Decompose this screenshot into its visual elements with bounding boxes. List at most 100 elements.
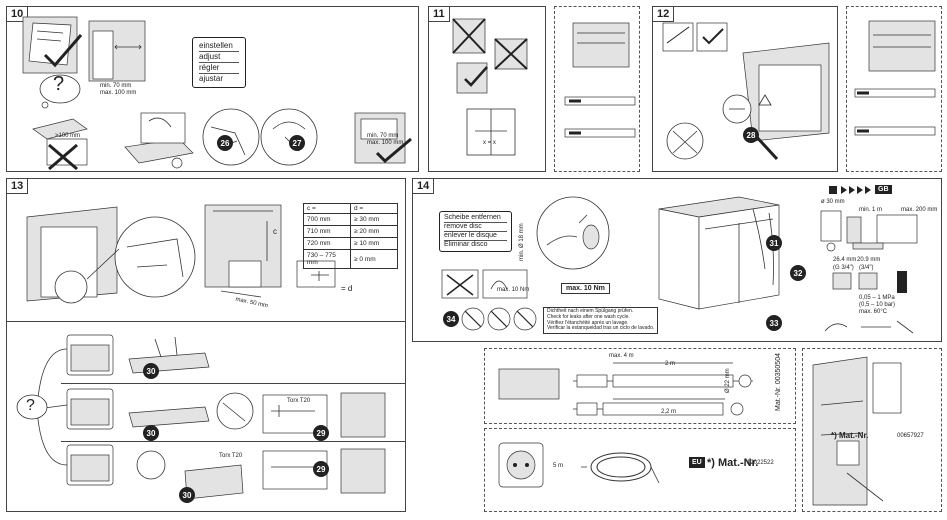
thread-1: 26.4 mm [833, 257, 857, 263]
question-cloud [39, 74, 81, 109]
step-12-detail-panel [846, 6, 942, 172]
adjust-labels: einstellen adjust régler ajustar [192, 37, 246, 88]
hose-2m-label: 2 m [665, 361, 676, 367]
question-mark: ? [53, 73, 65, 95]
ref-badge-27: 27 [289, 135, 305, 151]
socket-icon [498, 442, 544, 488]
divider [61, 383, 405, 384]
step-number: 12 [653, 7, 675, 22]
mat-nr-2-value: 12022522 [747, 460, 774, 466]
hinge-zoom-27 [260, 108, 318, 166]
alignment-label: x = x [483, 140, 496, 146]
hand-tighten-sketch [824, 320, 914, 334]
dishwasher-install-sketch [658, 196, 780, 310]
thread-3: (G 3/4") [833, 265, 854, 271]
gap-label: >100 mm [55, 133, 81, 139]
step-14-panel: 14 Scheibe entfernen remove disc enlever… [412, 178, 942, 342]
hose-max-label: max. 4 m [609, 353, 634, 359]
ref-badge-30: 30 [143, 363, 159, 379]
remove-disc-labels: Scheibe entfernen remove disc enlever le… [439, 211, 512, 252]
step-number: 13 [7, 179, 29, 194]
mat-nr-3-label: *) Mat.-Nr. [831, 431, 869, 440]
pressure-3: max. 60°C [859, 309, 888, 315]
no-tool-sketch [441, 269, 528, 299]
pressure-1: 0,05 – 1 MPa [859, 295, 895, 301]
right-min-label: min. 70 mm [367, 133, 399, 139]
step-12-panel: 12 28 [652, 6, 838, 172]
divider [61, 441, 405, 442]
ref-badge-28: 28 [743, 127, 759, 143]
cabinet-alignment-sketches [452, 18, 528, 156]
arrow-icons [829, 186, 871, 194]
min-label: min. 70 mm [100, 83, 132, 89]
niche-height-sketch [204, 204, 336, 298]
step-11-panel: 11 x = x [428, 6, 546, 172]
hose-min-label: min. Ø 18 mm [519, 223, 525, 261]
table-row: 730 – 775 mm ≥ 0 mm [303, 249, 398, 269]
variant-b-sketch [66, 388, 386, 438]
right-max-label: max. 100 mm [367, 140, 404, 146]
mat-nr-1: Mat.-Nr. 00350504 [775, 353, 782, 411]
table-header-c: c = [303, 203, 351, 214]
dim-min-height: min. 1 m [859, 207, 883, 213]
step-number: 11 [429, 7, 450, 22]
spacing-table: c = d = 700 mm ≥ 30 mm 710 mm ≥ 20 mm 72… [303, 203, 398, 269]
torx-label: Torx T20 [219, 453, 243, 459]
hose-diameter-label: Ø 22 mm [725, 368, 731, 393]
table-row: 700 mm ≥ 30 mm [303, 213, 398, 226]
ref-badge-29: 29 [313, 425, 329, 441]
torque-box: max. 10 Nm [561, 283, 610, 294]
torque-small-label: max. 10 Nm [497, 287, 530, 293]
hose-22m-label: 2,2 m [661, 409, 677, 415]
ref-badge-29: 29 [313, 461, 329, 477]
variant-a-sketch [66, 334, 210, 376]
table-row: 720 mm ≥ 10 mm [303, 237, 398, 250]
dim-c-label: c [273, 227, 277, 236]
ref-badge-30: 30 [179, 487, 195, 503]
mains-length: 5 m [553, 463, 564, 469]
door-ok-right [354, 112, 412, 164]
thread-2: 20.9 mm [857, 257, 881, 263]
torx-label: Torx T20 [287, 398, 311, 404]
cable-icon [581, 452, 660, 484]
step-13-panel: 13 c = d max. 50 mm c = d = 700 mm ≥ 30 … [6, 178, 406, 512]
kitchen-niche-sketch [26, 206, 196, 304]
hose-connection-zoom [536, 196, 610, 270]
drain-connector-sketch [820, 210, 918, 252]
ref-badge-33: 33 [766, 315, 782, 331]
steam-plate-sketch [812, 356, 902, 506]
door-open-sketch [22, 16, 83, 74]
table-header-d: d = [350, 203, 398, 214]
mat-nr-3-value: 00657927 [897, 433, 924, 439]
gb-badge: GB [875, 185, 892, 194]
steam-protection-panel: *) Mat.-Nr. 00657927 [802, 348, 942, 512]
step-11-detail-panel [554, 6, 640, 172]
screw-detail-sketches [854, 20, 936, 136]
ref-badge-26: 26 [217, 135, 233, 151]
hose-extension-panel: max. 4 m 2 m 2,2 m Ø 22 mm Mat.-Nr. 0035… [484, 348, 796, 424]
pressure-2: (0,5 – 10 bar) [859, 302, 896, 308]
divider [7, 321, 405, 322]
thread-4: (3/4") [859, 265, 874, 271]
ref-badge-32: 32 [790, 265, 806, 281]
dim-d-label: = d [341, 284, 353, 293]
max-label: max. 100 mm [100, 90, 137, 96]
door-gap-zoom [88, 20, 146, 82]
door-open-wrong [32, 118, 88, 171]
step-number: 14 [413, 179, 435, 194]
ref-badge-31: 31 [766, 235, 782, 251]
leak-check-box: Dichtheit nach einem Spülgang prüfen. Ch… [543, 307, 659, 334]
mat-nr-2-label: *) Mat.-Nr. [707, 457, 759, 469]
table-row: 710 mm ≥ 20 mm [303, 225, 398, 238]
hose-sketch [498, 362, 753, 416]
eu-badge: EU [689, 457, 705, 468]
dim-max-height: max. 200 mm [901, 207, 938, 213]
ref-badge-30: 30 [143, 425, 159, 441]
worktop-fastening-sketch [662, 22, 830, 161]
mains-cable-panel: 5 m EU *) Mat.-Nr. 12022522 [484, 428, 796, 512]
question-cloud [16, 394, 48, 420]
variant-c-sketch [66, 444, 386, 500]
ref-badge-34: 34 [443, 311, 459, 327]
dim-diameter: ø 30 mm [821, 199, 845, 205]
hinge-adjust-sketch [124, 112, 194, 169]
